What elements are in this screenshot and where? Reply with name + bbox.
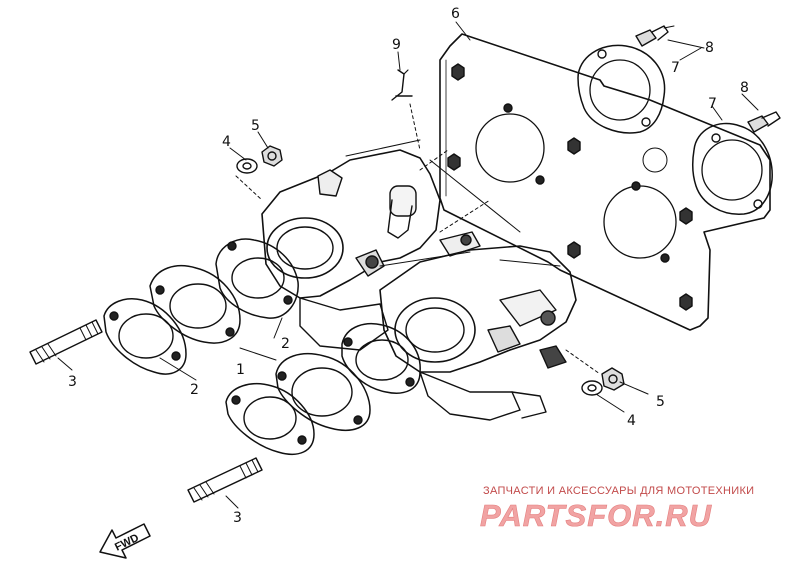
nut-lower (601, 367, 625, 391)
gasket-front-left (103, 298, 187, 375)
callout-7-upper: 7 (671, 60, 680, 76)
callout-8-upper: 8 (705, 40, 714, 56)
mounting-plate (439, 33, 771, 331)
insulator-front-lower (149, 265, 241, 344)
callout-4-upper: 4 (222, 134, 231, 150)
insulator-rear-lower (275, 353, 371, 431)
callout-5-lower: 5 (656, 394, 665, 410)
leader-lines (57, 21, 759, 509)
washer-lower (581, 380, 603, 396)
stud-lower (187, 457, 263, 503)
gasket-lower-right (341, 323, 421, 394)
callout-8-lower: 8 (740, 80, 749, 96)
nut-upper (261, 145, 283, 167)
spring-clip (391, 69, 413, 101)
forward-arrow-icon: FWD (99, 523, 151, 559)
insulator-front-upper (215, 238, 299, 319)
stud-upper (29, 319, 103, 365)
watermark-logo: PARTSFOR.RU (480, 498, 713, 534)
forward-direction-label: FWD (113, 532, 141, 554)
callout-3-lower: 3 (233, 510, 242, 526)
callouts: 6 9 8 7 8 7 5 4 2 1 2 3 3 4 5 (68, 6, 749, 526)
flange-gasket-lower (691, 122, 773, 215)
callout-5-upper: 5 (251, 118, 260, 134)
gasket-bottom (225, 382, 315, 455)
callout-2-lower: 2 (190, 382, 199, 398)
callout-9: 9 (392, 37, 401, 53)
callout-2-upper: 2 (281, 336, 290, 352)
washer-upper (236, 158, 258, 174)
callout-1: 1 (236, 362, 245, 378)
callout-6: 6 (451, 6, 460, 22)
callout-4-lower: 4 (627, 413, 636, 429)
callout-3-upper: 3 (68, 374, 77, 390)
callout-7-lower: 7 (708, 96, 717, 112)
bolt-upper (635, 25, 675, 47)
bolt-lower (747, 111, 781, 133)
watermark-tagline: ЗАПЧАСТИ И АКСЕССУАРЫ ДЛЯ МОТОТЕХНИКИ (483, 485, 755, 497)
flange-gasket-upper (577, 44, 666, 134)
